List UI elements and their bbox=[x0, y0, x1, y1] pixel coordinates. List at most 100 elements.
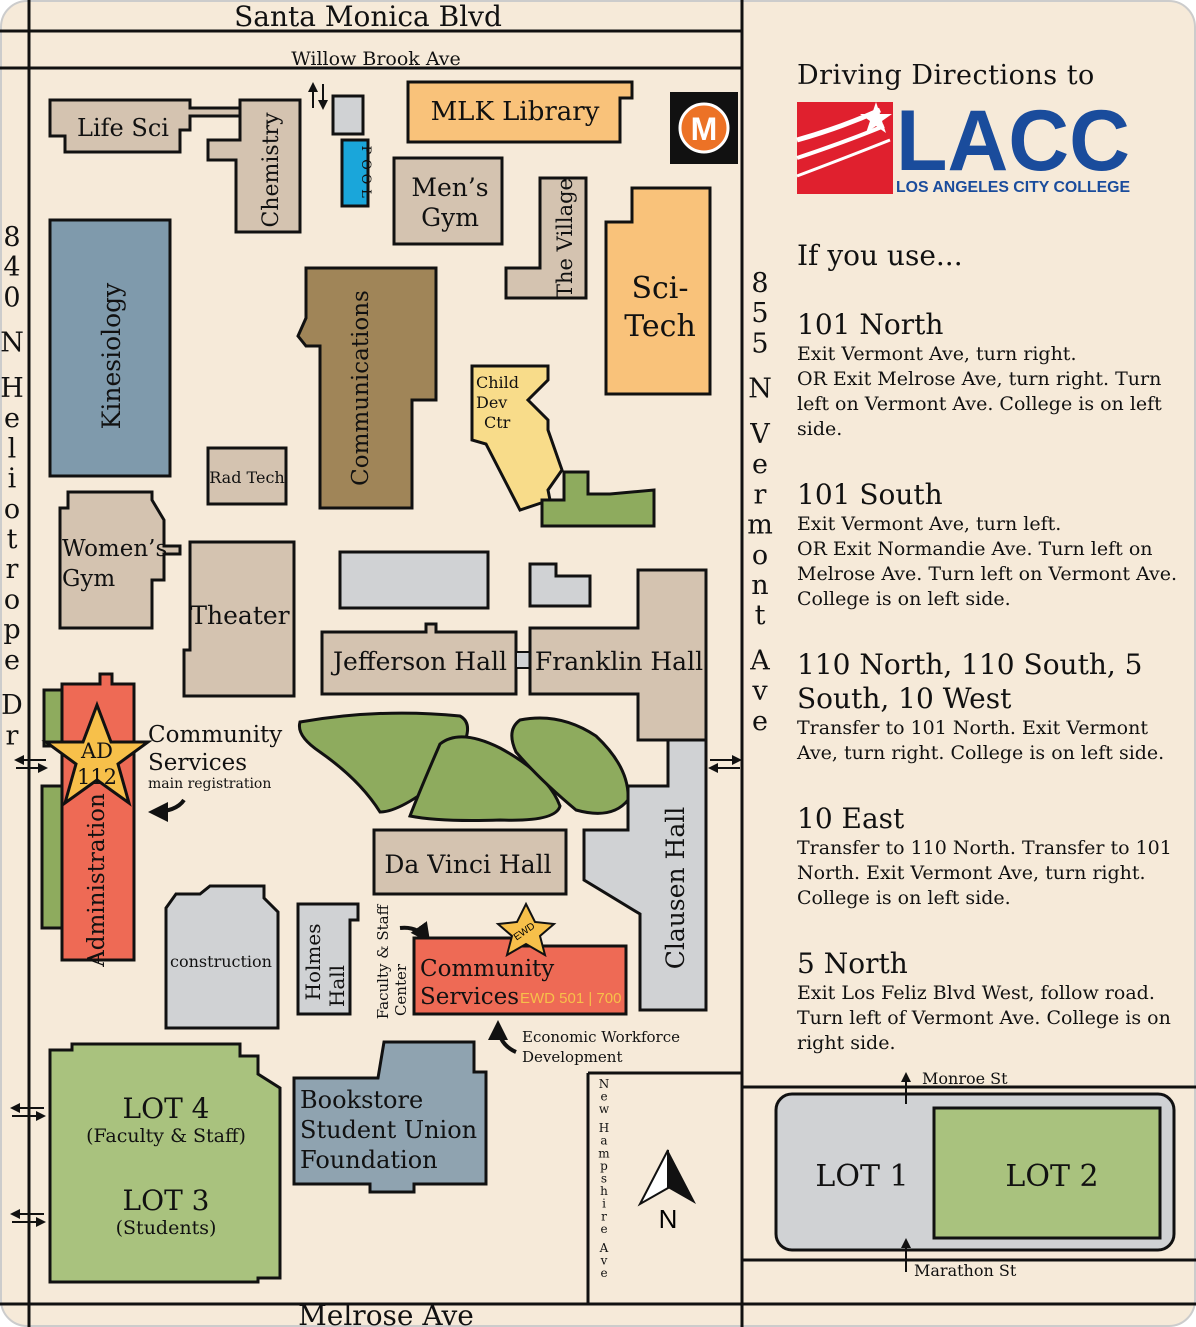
street-letter: e bbox=[600, 1266, 607, 1280]
theater-label: Theater bbox=[190, 601, 289, 630]
street-letter: O bbox=[358, 159, 373, 170]
ad-star-label-2: 112 bbox=[77, 765, 117, 789]
franklin-hall-building[interactable]: Franklin Hall bbox=[528, 568, 708, 742]
jefferson-hall-building[interactable]: Jefferson Hall bbox=[320, 622, 518, 696]
street-letter: 5 bbox=[751, 328, 768, 359]
mlk-library-building[interactable]: MLK Library bbox=[406, 80, 634, 144]
rad-tech-label: Rad Tech bbox=[209, 468, 284, 487]
lot-4-3-parking[interactable]: LOT 4 (Faculty & Staff) LOT 3 (Students) bbox=[48, 1042, 282, 1284]
lot3-label: LOT 3 bbox=[123, 1184, 210, 1217]
communications-label: Communications bbox=[348, 290, 374, 486]
womens-gym-label-2: Gym bbox=[62, 566, 115, 592]
the-village-building[interactable]: The Village bbox=[504, 176, 588, 300]
cs-building-label: Community bbox=[420, 956, 554, 982]
lacc-logo: LACC LOS ANGELES CITY COLLEGE bbox=[796, 93, 1130, 196]
kinesiology-building[interactable]: Kinesiology bbox=[48, 218, 172, 478]
street-letter: r bbox=[6, 720, 19, 751]
theater-building[interactable]: Theater bbox=[182, 540, 296, 698]
womens-gym-building[interactable]: Women’s Gym bbox=[58, 490, 182, 630]
street-letter: n bbox=[751, 570, 768, 601]
street-letter: r bbox=[601, 1209, 607, 1223]
child-dev-label-2: Dev bbox=[476, 393, 507, 412]
street-letter: a bbox=[600, 1134, 607, 1148]
direction-text: Exit Vermont Ave, turn right. bbox=[797, 343, 1077, 365]
street-letter: v bbox=[751, 676, 768, 707]
communications-building[interactable]: Communications bbox=[296, 266, 438, 510]
administration-label: Administration bbox=[84, 793, 110, 968]
direction-text: Transfer to 110 North. Transfer to 101 N… bbox=[797, 837, 1172, 909]
entry-arrows-lot bbox=[10, 1103, 46, 1227]
direction-heading: 10 East bbox=[797, 802, 905, 835]
da-vinci-hall-label: Da Vinci Hall bbox=[384, 850, 551, 879]
ewd-rooms-label: EWD 501 | 700 bbox=[520, 990, 621, 1007]
ad-112-star[interactable]: AD 112 bbox=[41, 700, 153, 807]
womens-gym-label: Women’s bbox=[62, 536, 167, 562]
panel-intro: If you use... bbox=[797, 239, 963, 272]
community-services-callout: Community Services main registration bbox=[148, 722, 282, 822]
street-letter: r bbox=[754, 479, 767, 510]
direction-heading: 101 North bbox=[797, 308, 944, 341]
life-sci-building[interactable]: Life Sci bbox=[48, 98, 242, 154]
sci-tech-building[interactable]: Sci- Tech bbox=[604, 186, 712, 396]
lot3-sub-label: (Students) bbox=[116, 1217, 217, 1239]
holmes-hall-label: Holmes bbox=[301, 924, 325, 1001]
street-letter: 4 bbox=[3, 252, 20, 283]
rad-tech-building[interactable]: Rad Tech bbox=[206, 446, 288, 506]
street-letter: o bbox=[752, 540, 768, 571]
street-letter: e bbox=[600, 1090, 607, 1104]
lot4-sub-label: (Faculty & Staff) bbox=[86, 1125, 246, 1147]
holmes-hall-label-2: Hall bbox=[325, 965, 349, 1007]
community-services-ewd-building[interactable]: Community Services EWD 501 | 700 bbox=[412, 936, 628, 1016]
child-dev-label-3: Ctr bbox=[484, 413, 511, 432]
street-letter: D bbox=[1, 690, 23, 721]
street-letter: m bbox=[747, 510, 773, 541]
lot4-label: LOT 4 bbox=[123, 1092, 210, 1125]
clausen-hall-label: Clausen Hall bbox=[661, 807, 690, 970]
street-letter: p bbox=[600, 1159, 608, 1173]
child-dev-ctr-building[interactable]: Child Dev Ctr bbox=[470, 364, 564, 512]
sci-tech-label-2: Tech bbox=[624, 309, 696, 344]
small-grey-building bbox=[331, 94, 365, 136]
direction-text: Transfer to 101 North. Exit Vermont Ave,… bbox=[797, 717, 1165, 764]
clausen-hall-building[interactable]: Clausen Hall bbox=[582, 738, 708, 1012]
construction-label: construction bbox=[170, 952, 272, 971]
life-sci-label: Life Sci bbox=[77, 114, 169, 142]
lot-1-2-parking[interactable]: LOT 1 LOT 2 bbox=[774, 1092, 1176, 1252]
street-letter: e bbox=[4, 403, 20, 434]
economic-workforce-callout: Economic Workforce Development bbox=[488, 1020, 680, 1066]
da-vinci-hall-building[interactable]: Da Vinci Hall bbox=[372, 828, 568, 896]
street-letter: N bbox=[599, 1077, 610, 1091]
street-santa-monica: Santa Monica Blvd bbox=[234, 0, 502, 33]
mens-gym-building[interactable]: Men’s Gym bbox=[392, 156, 504, 246]
entry-arrows-clausen bbox=[708, 755, 742, 773]
cs-building-label-2: Services bbox=[420, 984, 519, 1010]
mlk-library-label: MLK Library bbox=[431, 97, 600, 127]
grey-building-2 bbox=[528, 562, 592, 608]
street-letter: H bbox=[599, 1121, 609, 1135]
direction-heading: 110 North, 110 South, 5 South, 10 West bbox=[797, 648, 1143, 715]
ewd-star[interactable]: EWD bbox=[495, 901, 557, 958]
metro-label: M bbox=[691, 111, 718, 147]
street-letter: P bbox=[358, 146, 373, 155]
holmes-hall-building[interactable]: Holmes Hall bbox=[296, 902, 360, 1016]
chemistry-building[interactable]: Chemistry bbox=[206, 98, 302, 234]
street-letter: 5 bbox=[751, 298, 768, 329]
street-letter: H bbox=[0, 373, 24, 404]
administration-building[interactable]: Administration bbox=[60, 672, 136, 968]
lot1-label: LOT 1 bbox=[815, 1159, 908, 1194]
street-letter: i bbox=[602, 1197, 606, 1211]
direction-text: Exit Los Feliz Blvd West, follow road. T… bbox=[797, 982, 1171, 1054]
street-letter: s bbox=[601, 1172, 607, 1186]
street-letter: h bbox=[600, 1184, 608, 1198]
arrows-willow bbox=[308, 82, 328, 110]
main-registration-label: main registration bbox=[148, 776, 271, 792]
bookstore-building[interactable]: Bookstore Student Union Foundation bbox=[292, 1040, 488, 1194]
mens-gym-label-2: Gym bbox=[421, 203, 479, 232]
street-letter: l bbox=[8, 433, 17, 464]
mens-gym-label: Men’s bbox=[411, 173, 488, 202]
lot2-label: LOT 2 bbox=[1005, 1159, 1098, 1194]
street-letter: A bbox=[599, 1241, 609, 1255]
